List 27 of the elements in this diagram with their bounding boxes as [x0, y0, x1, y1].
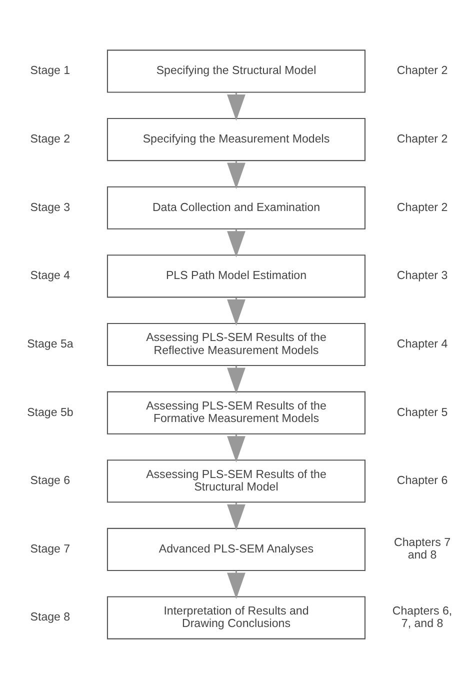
node-label: Chapter 4 — [396, 338, 448, 350]
node-label: Stage 3 — [30, 202, 70, 214]
node-label: Stage 8 — [30, 612, 70, 624]
node-box: Specifying the Structural Model — [106, 50, 366, 93]
node-box: Assessing PLS-SEM Results of the Structural Model — [106, 460, 366, 503]
node-label: Stage 7 — [30, 543, 70, 556]
node-label: Chapters 7 and 8 — [394, 537, 451, 562]
node-box: Advanced PLS-SEM Analyses — [106, 528, 366, 571]
node-box: PLS Path Model Estimation — [106, 254, 366, 298]
node-label: Stage 5b — [27, 406, 74, 419]
node-label: Stage 6 — [30, 475, 70, 488]
node-label: Chapter 6 — [396, 475, 448, 488]
node-label: Stage 4 — [30, 270, 70, 282]
node-box: Specifying the Measurement Models — [106, 118, 366, 162]
node-label: Chapter 5 — [396, 406, 448, 419]
node-label: Chapters 6, 7, and 8 — [392, 605, 452, 630]
node-label: Stage 2 — [30, 133, 70, 146]
node-box: Data Collection and Examination — [106, 186, 366, 230]
node-label: Chapter 3 — [396, 270, 448, 282]
node-box: Interpretation of Results and Drawing Conclusions — [106, 596, 366, 640]
node-box: Assessing PLS-SEM Results of the Reflective Measurement Models — [106, 322, 366, 366]
node-label: Stage 1 — [30, 65, 70, 78]
node-label: Chapter 2 — [396, 133, 448, 146]
node-box: Assessing PLS-SEM Results of the Formative Measurement Models — [106, 391, 366, 434]
node-label: Chapter 2 — [396, 65, 448, 78]
node-label: Stage 5a — [27, 338, 74, 350]
node-label: Chapter 2 — [396, 202, 448, 214]
